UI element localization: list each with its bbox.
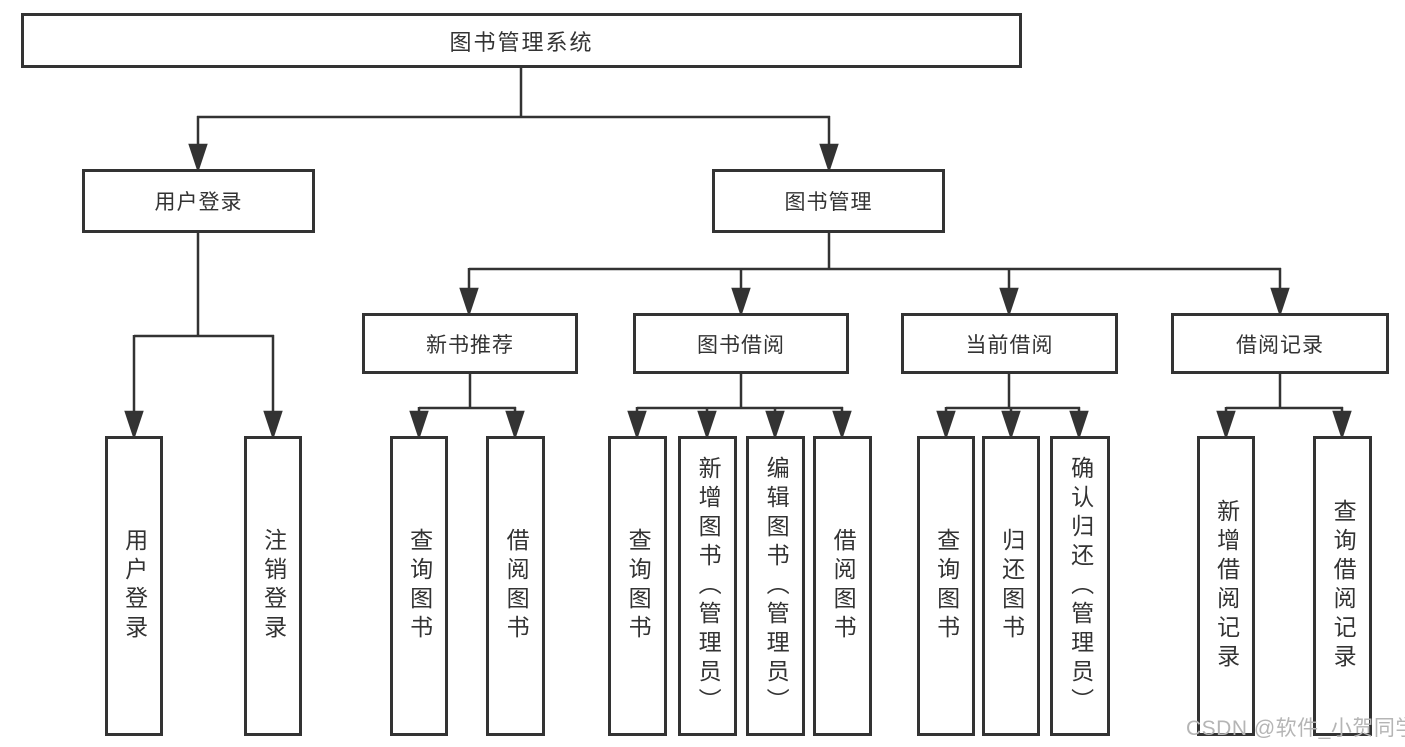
arrowhead bbox=[936, 410, 956, 440]
arrowhead bbox=[731, 287, 751, 317]
arrowhead bbox=[124, 410, 144, 440]
leaf-user-login: 用户登录 bbox=[105, 436, 163, 736]
arrowhead bbox=[832, 410, 852, 440]
leaf-label: 借阅图书 bbox=[503, 528, 530, 644]
arrowhead bbox=[188, 143, 208, 173]
leaf-label: 编辑图书（管理员） bbox=[763, 455, 790, 717]
leaf-query-books: 查询图书 bbox=[608, 436, 667, 736]
leaf-borrow-books: 借阅图书 bbox=[486, 436, 545, 736]
leaf-label: 查询图书 bbox=[933, 528, 960, 644]
leaf-label: 归还图书 bbox=[998, 528, 1025, 644]
leaf-query-borrow-record: 查询借阅记录 bbox=[1313, 436, 1372, 736]
arrowhead bbox=[263, 410, 283, 440]
leaf-add-book-admin: 新增图书（管理员） bbox=[678, 436, 737, 736]
leaf-label: 确认归还（管理员） bbox=[1067, 455, 1094, 717]
node-book-management: 图书管理 bbox=[712, 169, 945, 233]
leaf-query-books: 查询图书 bbox=[917, 436, 975, 736]
node-current-borrow: 当前借阅 bbox=[901, 313, 1118, 374]
leaf-label: 查询图书 bbox=[406, 528, 433, 644]
arrowhead bbox=[505, 410, 525, 440]
leaf-edit-book-admin: 编辑图书（管理员） bbox=[746, 436, 805, 736]
leaf-label: 新增图书（管理员） bbox=[695, 455, 722, 717]
arrowhead bbox=[819, 143, 839, 173]
leaf-confirm-return-admin: 确认归还（管理员） bbox=[1050, 436, 1110, 736]
node-borrow-records: 借阅记录 bbox=[1171, 313, 1389, 374]
arrowhead bbox=[1216, 410, 1236, 440]
leaf-logout: 注销登录 bbox=[244, 436, 302, 736]
arrowhead bbox=[459, 287, 479, 317]
arrowhead bbox=[1069, 410, 1089, 440]
leaf-return-books: 归还图书 bbox=[982, 436, 1040, 736]
leaf-label: 新增借阅记录 bbox=[1213, 499, 1240, 673]
leaf-label: 用户登录 bbox=[121, 528, 148, 644]
arrowhead bbox=[1001, 410, 1021, 440]
node-new-book-recommend: 新书推荐 bbox=[362, 313, 578, 374]
leaf-label: 查询图书 bbox=[625, 528, 652, 644]
leaf-label: 查询借阅记录 bbox=[1330, 499, 1357, 673]
leaf-add-borrow-record: 新增借阅记录 bbox=[1197, 436, 1255, 736]
leaf-borrow-books: 借阅图书 bbox=[813, 436, 872, 736]
csdn-watermark: CSDN @软件_小贺同学 bbox=[1186, 717, 1405, 740]
leaf-label: 注销登录 bbox=[260, 528, 287, 644]
arrowhead bbox=[999, 287, 1019, 317]
arrowhead bbox=[627, 410, 647, 440]
arrowhead bbox=[1332, 410, 1352, 440]
node-book-borrow: 图书借阅 bbox=[633, 313, 849, 374]
arrowhead bbox=[1270, 287, 1290, 317]
arrowhead bbox=[765, 410, 785, 440]
arrowhead bbox=[409, 410, 429, 440]
leaf-label: 借阅图书 bbox=[830, 528, 857, 644]
node-root-system: 图书管理系统 bbox=[21, 13, 1022, 68]
node-user-login: 用户登录 bbox=[82, 169, 315, 233]
leaf-query-books: 查询图书 bbox=[390, 436, 448, 736]
arrowhead bbox=[697, 410, 717, 440]
